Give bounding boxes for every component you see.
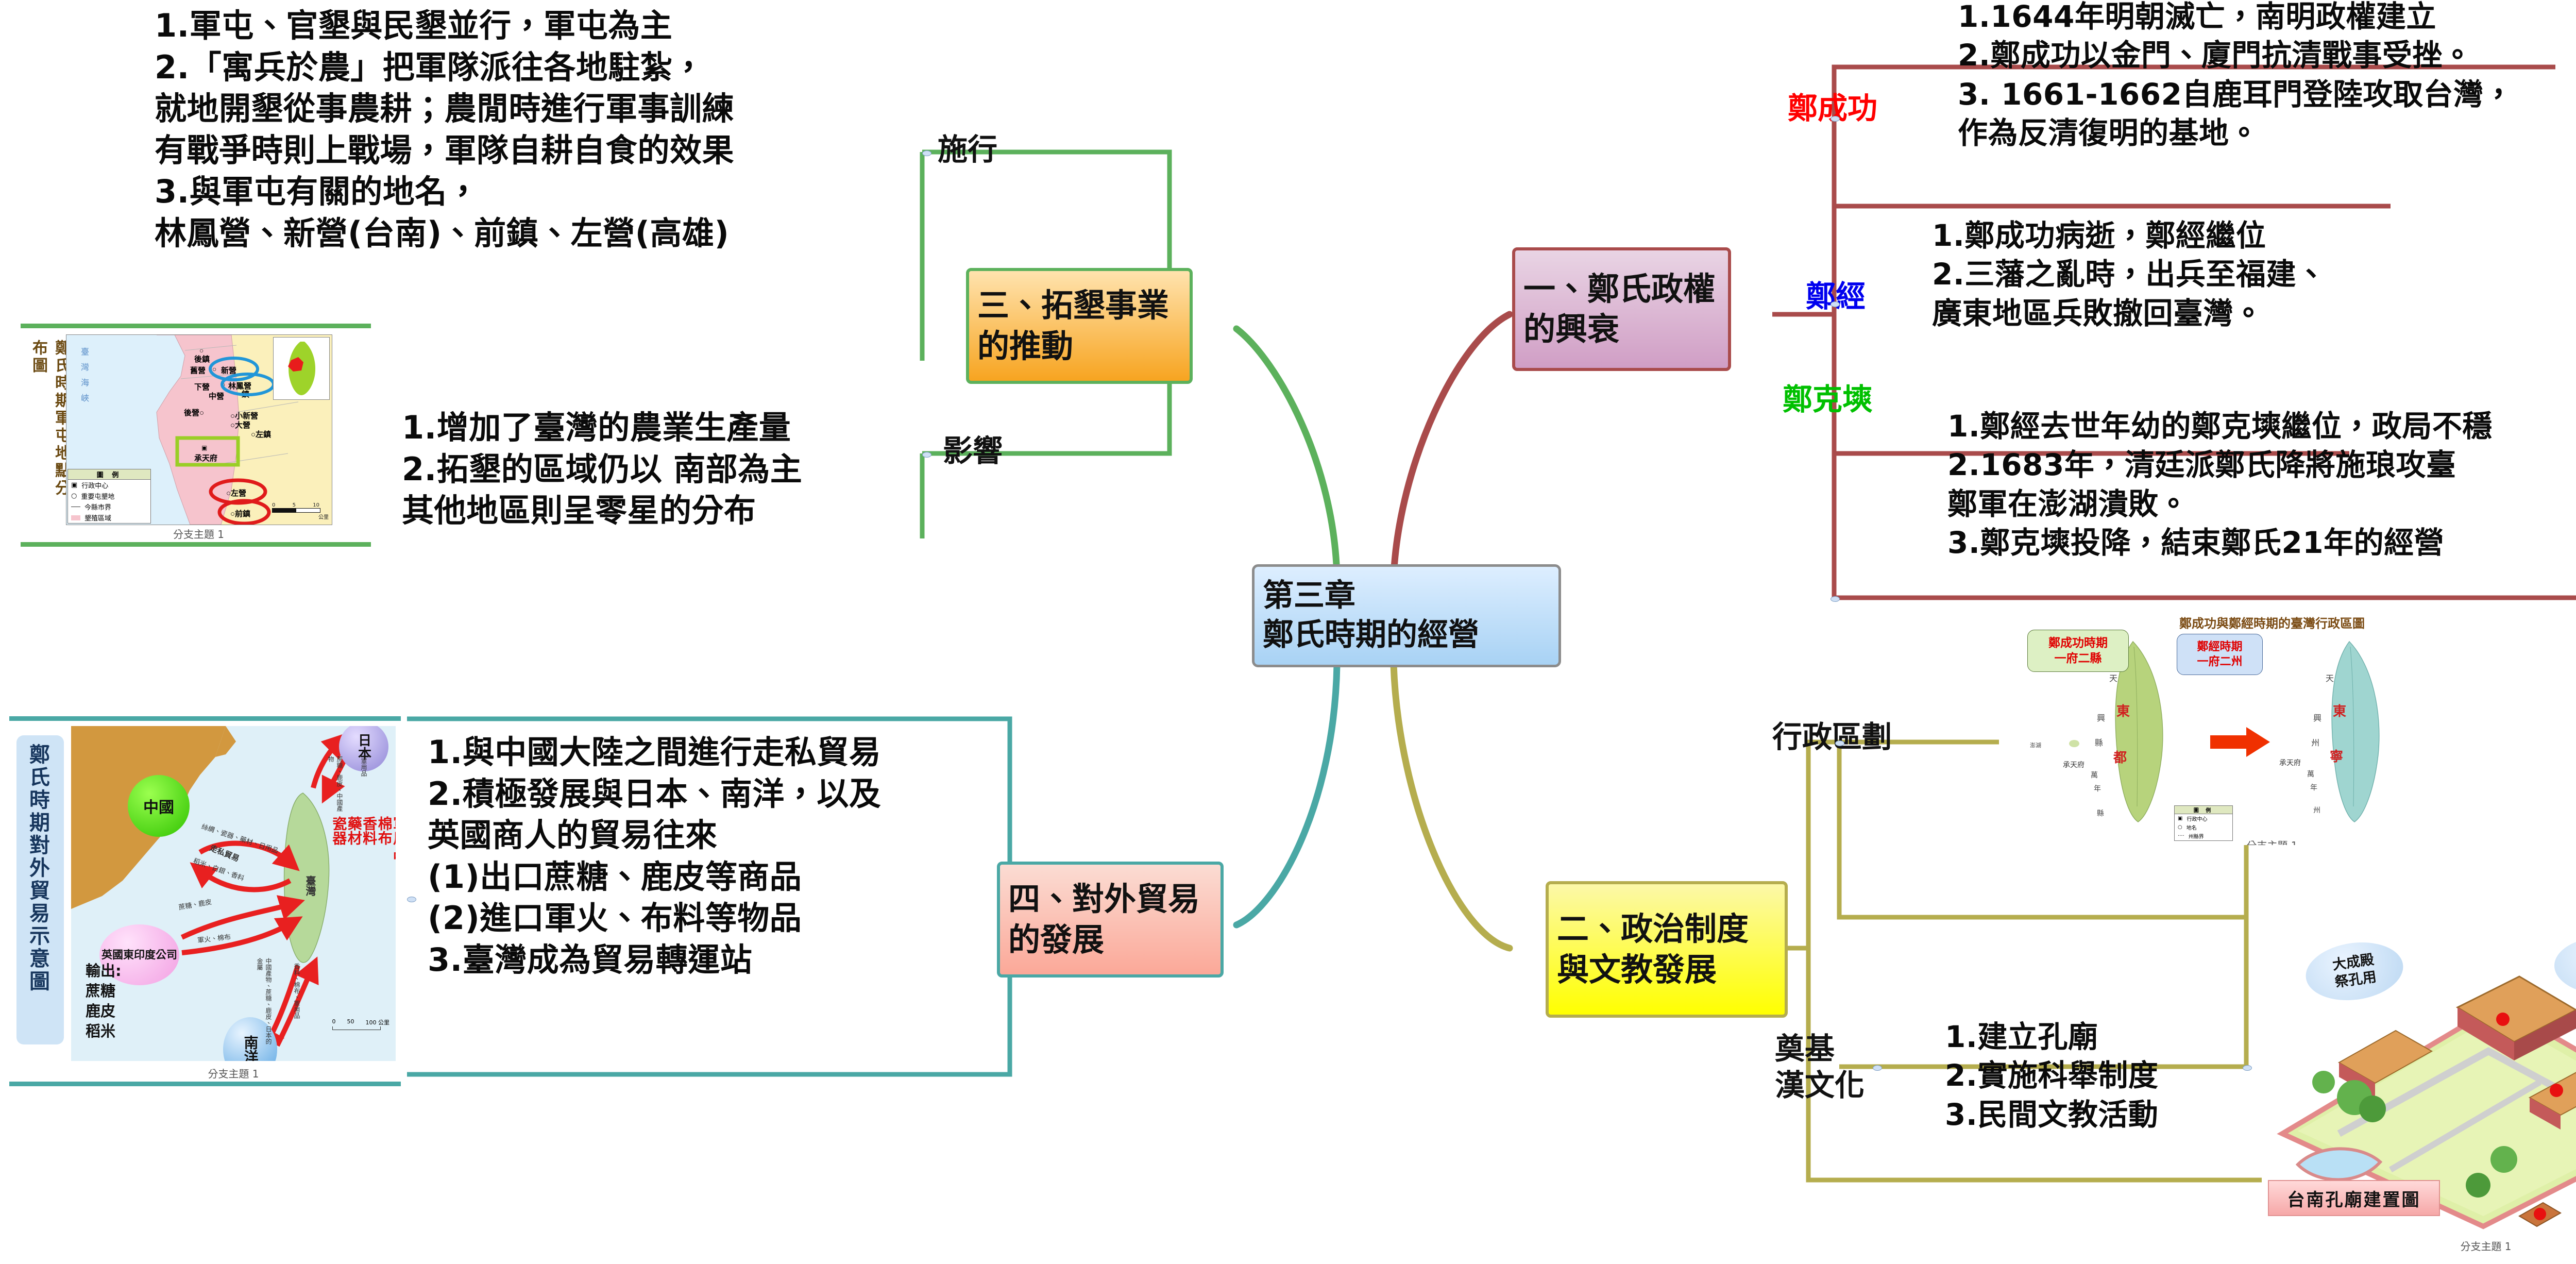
right-caption-zhengkeshuang: 鄭克塽 — [1783, 382, 1873, 417]
tainan-confucius-temple-illustration[interactable]: 大成殿 祭孔用 明倫堂 教化用 全台首學 匾額 台南孔廟建置圖 分支主題 1 — [2262, 912, 2576, 1252]
right-detail-han-culture: 1.建立孔廟 2.實施科舉制度 3.民間文教活動 — [1945, 1019, 2159, 1132]
trade-node-taiwan: 臺灣 — [304, 875, 316, 896]
military-map-subtitle: 分支主題 1 — [173, 528, 225, 541]
right-detail-zhengkeshuang: 1.鄭經去世年幼的鄭克塽繼位，政局不穩 2.1683年，清廷派鄭氏降將施琅攻臺 … — [1947, 409, 2493, 561]
trade-export-label: 輸出: 蔗糖 鹿皮 稻米 — [86, 962, 122, 1040]
admin-left-label: 都 — [2113, 750, 2127, 766]
admin-left-label: 縣 — [2097, 810, 2104, 818]
admin-right-label: 寧 — [2330, 749, 2344, 765]
trade-node-china: 中國 — [128, 775, 190, 837]
temple-title-badge: 台南孔廟建置圖 — [2268, 1180, 2440, 1216]
trade-node-eic: 英國東印度公司 — [99, 924, 179, 985]
admin-left-label: 縣 — [2095, 738, 2104, 748]
root-node[interactable]: 第三章 鄭氏時期的經營 — [1252, 564, 1561, 667]
connector-dot-影響 — [922, 452, 931, 458]
military-map-vertical-title: 鄭氏時期軍屯地點分布圖 — [29, 340, 70, 497]
left-bottom-detail-text: 1.與中國大陸之間進行走私貿易 2.積極發展與日本、南洋，以及 英國商人的貿易往… — [428, 733, 882, 979]
legend-row: ○地名 — [2178, 824, 2197, 831]
connector-dot-han-culture — [1873, 1065, 1882, 1071]
connector-dot-施行 — [922, 150, 931, 156]
root-node-label: 第三章 鄭氏時期的經營 — [1263, 578, 1479, 653]
branch-node-one[interactable]: 一、鄭氏政權 的興衰 — [1512, 247, 1731, 371]
connector-dot-administrative — [1835, 740, 1844, 746]
connector-dot-trade — [407, 897, 416, 902]
admin-left-label: 澎湖 — [2030, 742, 2041, 749]
admin-right-label: 興 — [2313, 713, 2322, 723]
branch-node-three[interactable]: 三、拓墾事業 的推動 — [966, 268, 1193, 384]
left-mid-detail-text: 1.增加了臺灣的農業生產量 2.拓墾的區域仍以 南部為主 其他地區則呈零星的分布 — [402, 409, 803, 530]
branch-three-label: 三、拓墾事業 的推動 — [977, 286, 1170, 365]
admin-left-label: 東 — [2116, 704, 2130, 719]
legend-title: 圖 例 — [68, 469, 150, 480]
admin-left-label: 興 — [2097, 713, 2106, 723]
admin-right-label: 州 — [2313, 806, 2320, 815]
branch-node-four[interactable]: 四、對外貿易 的發展 — [997, 862, 1224, 978]
admin-callout-left: 鄭成功時期 一府二縣 — [2027, 630, 2129, 672]
trade-route-label: 軍用品 — [360, 758, 367, 777]
trade-import-label: 輸入 軍用品 棉布 香料 藥材 瓷器 — [330, 816, 396, 859]
legend-row: ▣行政中心 — [2178, 816, 2208, 822]
military-map-legend: 圖 例 ▣行政中心 ○重要屯墾地 今縣市界 墾殖區域 — [67, 469, 151, 524]
left-top-detail-text: 1.軍屯、官墾與民墾並行，軍屯為主 2.「寓兵於農」把軍隊派往各地駐紮， 就地開… — [155, 7, 735, 252]
admin-callout-right: 鄭經時期 一府二州 — [2177, 634, 2263, 675]
admin-map-legend: 圖 例 ▣行政中心 ○地名 ····州縣界 — [2174, 805, 2233, 841]
branch-node-two[interactable]: 二、政治制度 與文教發展 — [1546, 881, 1788, 1018]
admin-right-label: 年 — [2310, 784, 2317, 792]
trade-route-label: 蔗糖、鹿皮、中國產物 — [327, 756, 343, 812]
left-top-caption: 施行 — [938, 132, 998, 167]
branch-two-label: 二、政治制度 與文教發展 — [1557, 910, 1749, 988]
connector-dot-zhengkeshuang — [1831, 596, 1840, 602]
connector-dot-zhengchenggong — [1831, 116, 1840, 122]
legend-row: 墾殖區域 — [68, 512, 150, 523]
military-map-sea-label: 臺灣海峽 — [79, 347, 89, 409]
trade-map-subtitle: 分支主題 1 — [208, 1068, 259, 1080]
right-caption-zhengjing: 鄭經 — [1806, 279, 1866, 314]
legend-row: ○重要屯墾地 — [71, 492, 115, 501]
admin-left-label: 萬 — [2091, 771, 2098, 780]
branch-four-label: 四、對外貿易 的發展 — [1008, 880, 1200, 958]
trade-route-label: 香料、棉布、軍用品 — [293, 963, 300, 1019]
connector-dot-han-culture-right — [2243, 1065, 2252, 1071]
foreign-trade-map[interactable]: 鄭氏時期對外貿易示意圖 — [9, 716, 401, 1086]
legend-row: 今縣市界 — [68, 501, 150, 512]
left-mid-caption: 影響 — [943, 433, 1003, 468]
military-settlement-map[interactable]: 鄭氏時期軍屯地點分布圖 臺灣海峽 ○ 後鎮 舊 — [21, 324, 371, 547]
admin-left-label: 天 — [2108, 674, 2117, 682]
right-caption-administrative-divisions: 行政區劃 — [1772, 719, 1892, 754]
legend-row: ▣行政中心 — [71, 481, 109, 490]
connector-dot-zhengjing — [1831, 301, 1840, 307]
admin-right-label: 東 — [2333, 704, 2347, 719]
legend-row: ····州縣界 — [2178, 833, 2204, 840]
branch-one-label: 一、鄭氏政權 的興衰 — [1523, 269, 1716, 348]
administrative-division-map[interactable]: 鄭成功與鄭經時期的臺灣行政區圖 天 興 東 縣 都 承天府 萬 年 縣 澎湖 — [1999, 613, 2545, 845]
temple-subtitle: 分支主題 1 — [2460, 1240, 2512, 1252]
trade-node-japan: 日本 — [339, 726, 388, 771]
admin-right-label: 州 — [2311, 738, 2320, 748]
right-detail-zhengchenggong: 1.1644年明朝滅亡，南明政權建立 2.鄭成功以金門、廈門抗清戰事受挫。 3.… — [1958, 0, 2514, 151]
trade-route-label: 中國產物、蔗糖、鹿皮、日本的金屬 — [256, 958, 272, 1044]
admin-map-subtitle: 分支主題 1 — [1999, 837, 2545, 845]
right-caption-han-culture: 奠基 漢文化 — [1775, 1031, 1865, 1103]
trade-map-vertical-title: 鄭氏時期對外貿易示意圖 — [26, 744, 50, 993]
admin-map-title: 鄭成功與鄭經時期的臺灣行政區圖 — [2179, 616, 2365, 631]
right-detail-zhengjing: 1.鄭成功病逝，鄭經繼位 2.三藩之亂時，出兵至福建、 廣東地區兵敗撤回臺灣。 — [1932, 218, 2327, 331]
admin-right-label: 天 — [2324, 674, 2334, 682]
admin-left-label: 年 — [2094, 785, 2101, 793]
admin-right-label: 萬 — [2307, 770, 2314, 779]
admin-left-label: 承天府 — [2063, 761, 2084, 769]
admin-right-label: 承天府 — [2279, 759, 2301, 767]
